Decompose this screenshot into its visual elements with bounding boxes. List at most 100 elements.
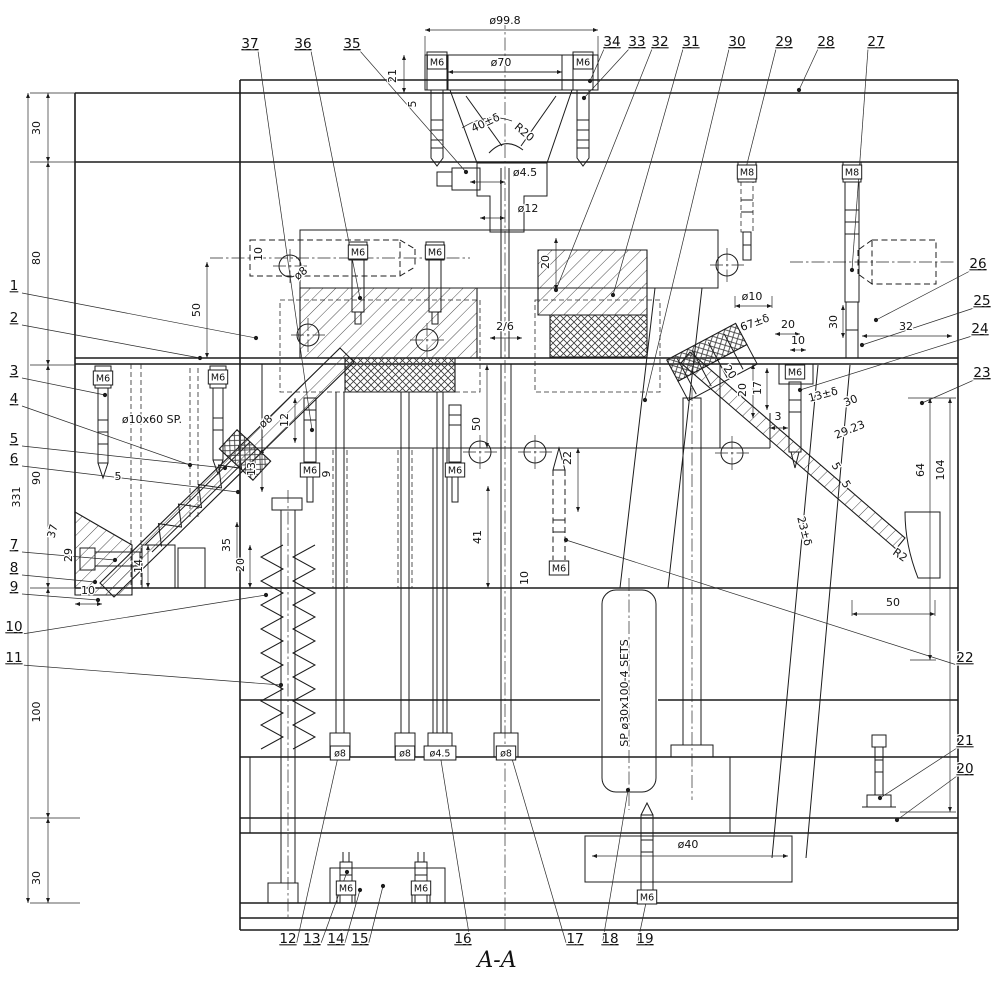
callout-leader-35 [360, 51, 466, 172]
callout-dot-36 [357, 295, 363, 301]
callout-leader-26 [876, 271, 970, 320]
callout-leader-20 [897, 776, 957, 820]
thread-box-9 [445, 463, 464, 477]
callout-leader-28 [799, 49, 818, 90]
thread-box-12 [637, 890, 656, 904]
angled-lifter-left [75, 348, 354, 597]
dim-label-ø12: ø12 [518, 202, 539, 215]
thread-box-2 [348, 245, 367, 259]
dim-label-50: 50 [190, 303, 203, 317]
datum-cross [410, 323, 444, 357]
thread-label-M6-13: M6 [339, 884, 353, 895]
callout-dot-15 [380, 883, 386, 889]
dim-label-29: 29 [62, 548, 75, 562]
callout-14: 14 [327, 931, 344, 947]
locating-ring-bolts [427, 52, 593, 166]
callout-leader-34 [590, 49, 604, 81]
callout-31: 31 [682, 34, 699, 50]
dim-label-ø8: ø8 [291, 264, 310, 283]
callout-29: 29 [775, 34, 792, 50]
callout-leader-31 [613, 49, 683, 295]
thread-box-13 [336, 881, 355, 895]
dim-label-30: 30 [842, 392, 860, 409]
ejector-pins [330, 364, 565, 757]
callout-3: 3 [10, 363, 19, 379]
thread-box-17 [424, 746, 456, 760]
dim-label-ø70: ø70 [491, 56, 512, 69]
dim-label-331: 331 [10, 487, 23, 508]
dim-label-2/6: 2/6 [496, 320, 514, 333]
callout-leader-27 [852, 49, 868, 270]
callout-32: 32 [651, 34, 668, 50]
callout-dot-4 [187, 462, 193, 468]
callout-leader-4 [22, 406, 190, 465]
callout-1: 1 [10, 278, 19, 294]
dim-label-R20: R20 [512, 120, 537, 144]
dim-label-104: 104 [934, 460, 947, 481]
dim-label-14: 14 [132, 559, 145, 573]
thread-box-3 [425, 245, 444, 259]
callout-27: 27 [867, 34, 884, 50]
dim-label-90: 90 [30, 471, 43, 485]
callout-leader-11 [22, 665, 281, 685]
callout-leader-14 [344, 890, 360, 946]
dim-label-64: 64 [914, 463, 927, 477]
dim-label-9: 9 [320, 471, 333, 478]
dim-label-20: 20 [736, 383, 749, 397]
section-title: A-A [475, 948, 516, 973]
datum-cross [291, 318, 325, 352]
callout-17: 17 [566, 931, 583, 947]
callout-dot-27 [849, 267, 855, 273]
datum-cross [710, 248, 744, 282]
dim-label-20: 20 [721, 363, 740, 382]
callout-dot-33 [581, 95, 587, 101]
callout-leader-17 [510, 752, 567, 946]
callout-dot-25 [859, 342, 865, 348]
datum-cross [715, 436, 749, 470]
callout-30: 30 [728, 34, 745, 50]
dim-label-ø10: ø10 [742, 290, 763, 303]
dim-label-5: 5 [829, 460, 844, 473]
dim-label-17: 17 [751, 381, 764, 395]
callout-dot-1 [253, 335, 259, 341]
callout-21: 21 [956, 733, 973, 749]
callout-16: 16 [454, 931, 471, 947]
dim-label-20: 20 [539, 255, 552, 269]
callout-leader-29 [746, 49, 776, 168]
sp-spring-pocket [602, 578, 656, 810]
callout-10: 10 [5, 619, 22, 635]
thread-label-ø8-16: ø8 [399, 749, 411, 760]
note-1: SP ø30x100-4 SETS [618, 639, 631, 746]
callout-leader-5 [22, 446, 225, 468]
dim-label-35: 35 [220, 538, 233, 552]
thread-box-5 [842, 165, 861, 179]
callout-35: 35 [343, 36, 360, 52]
section-symbols [273, 248, 749, 470]
dim-label-10: 10 [81, 584, 95, 597]
cavity-core-blocks [280, 230, 718, 392]
angled-slide-right [620, 288, 940, 858]
callout-leader-1 [22, 293, 256, 338]
thread-label-M6-9: M6 [448, 466, 462, 477]
callout-leader-15 [368, 886, 383, 946]
callout-dot-13 [344, 869, 350, 875]
dimension-extension-lines [30, 36, 956, 903]
thread-label-M6-7: M6 [211, 373, 225, 384]
thread-label-M6-10: M6 [552, 564, 566, 575]
dim-label-67±δ: 67±δ [739, 311, 772, 334]
callout-19: 19 [636, 931, 653, 947]
thread-box-14 [411, 881, 430, 895]
callout-dot-8 [92, 579, 98, 585]
callout-dot-6 [235, 489, 241, 495]
callout-12: 12 [279, 931, 296, 947]
callout-leader-37 [258, 51, 312, 430]
dim-label-12: 12 [278, 413, 291, 427]
dim-label-30: 30 [30, 871, 43, 885]
callout-dot-28 [796, 87, 802, 93]
callout-5: 5 [10, 431, 19, 447]
dim-label-50: 50 [470, 417, 483, 431]
thread-box-6 [93, 371, 112, 385]
callout-36: 36 [294, 36, 311, 52]
